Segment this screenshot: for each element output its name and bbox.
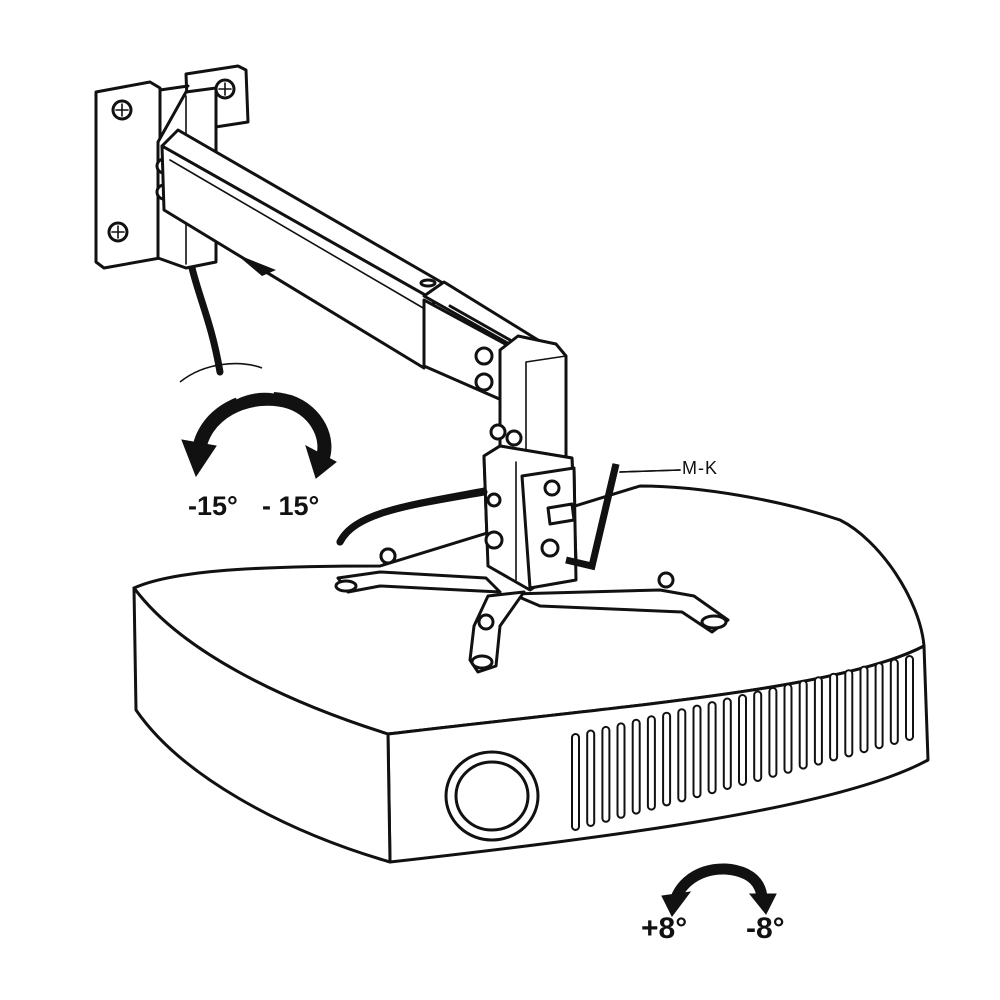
wall-screw-top-left (111, 99, 133, 121)
vent-slot (722, 697, 732, 790)
vent-slot (571, 733, 580, 831)
vent-slot (616, 722, 626, 819)
swivel-right-label: - 15° (262, 491, 320, 521)
swivel-arrow (181, 389, 337, 479)
vent-slot (798, 679, 808, 770)
vent-slot (646, 715, 656, 811)
vent-slot (631, 718, 641, 815)
vent-slot (874, 662, 884, 750)
tilt-minus-label: -8° (746, 912, 785, 945)
vent-slot (768, 686, 778, 778)
vent-slot (601, 725, 611, 823)
vent-slot (829, 672, 839, 762)
vent-slot (738, 694, 747, 786)
wall-screw-bottom-left (107, 221, 129, 243)
wall-screw-top-right (214, 78, 236, 100)
vent-slot (859, 665, 869, 754)
vent-slot (677, 708, 687, 803)
tool-label: M-K (682, 458, 718, 478)
vent-slot (783, 683, 793, 774)
projector-lens (444, 750, 540, 842)
vent-slot (753, 690, 763, 782)
vent-slot (844, 669, 854, 758)
vent-slot (586, 729, 596, 827)
projector-vents (571, 655, 914, 831)
vent-slot (889, 658, 899, 745)
vent-slot (905, 655, 914, 741)
vent-slot (692, 704, 702, 799)
extension-arm (160, 128, 568, 468)
tilt-plus-label: +8° (641, 912, 688, 945)
vent-slot (813, 676, 823, 766)
spider-bracket-top (334, 444, 730, 674)
vent-slot (662, 711, 672, 807)
swivel-left-label: -15° (188, 491, 238, 521)
tilt-arrow (661, 863, 777, 917)
vent-slot (707, 701, 717, 795)
